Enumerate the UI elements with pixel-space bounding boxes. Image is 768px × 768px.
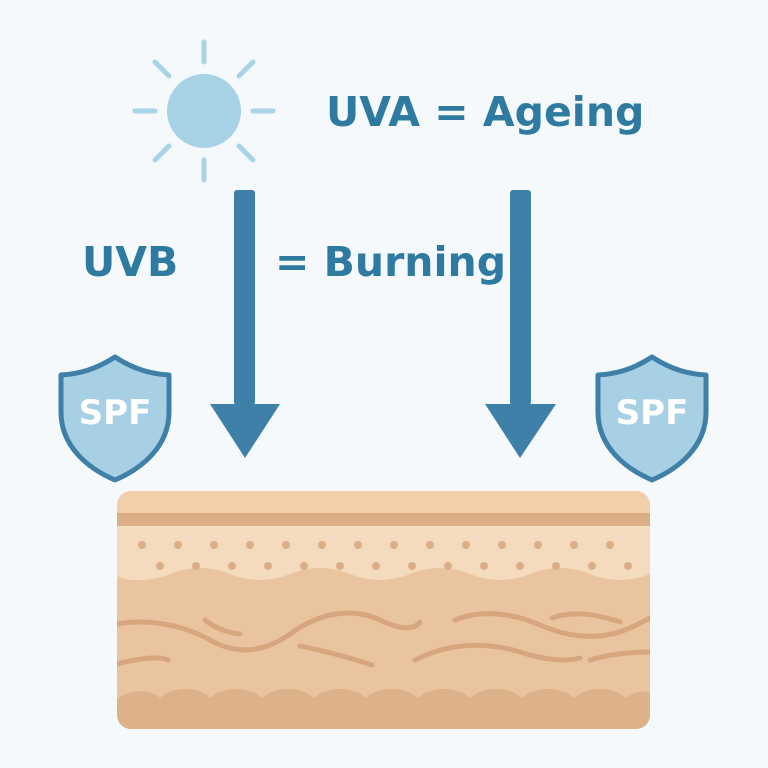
shield-icon-left xyxy=(58,354,172,483)
skin-cross-section xyxy=(117,491,650,729)
sun-core xyxy=(167,74,241,148)
skin-subcutaneous xyxy=(117,689,650,729)
uvb-effect-label: = Burning xyxy=(275,238,507,286)
sun-icon xyxy=(132,39,276,183)
uva-arrow-icon xyxy=(485,190,556,458)
sun-rays xyxy=(132,39,276,183)
uva-label: UVA = Ageing xyxy=(326,88,645,136)
skin-cells xyxy=(138,541,632,570)
uvb-label: UVB xyxy=(82,238,179,286)
skin-fibers xyxy=(117,610,650,668)
skin-surface xyxy=(117,491,650,513)
shield-icon-right xyxy=(595,354,709,483)
uvb-arrow-icon xyxy=(210,190,280,458)
shield-right-text: SPF xyxy=(615,393,689,433)
skin-stripe xyxy=(117,513,650,526)
shield-left-text: SPF xyxy=(78,393,152,433)
